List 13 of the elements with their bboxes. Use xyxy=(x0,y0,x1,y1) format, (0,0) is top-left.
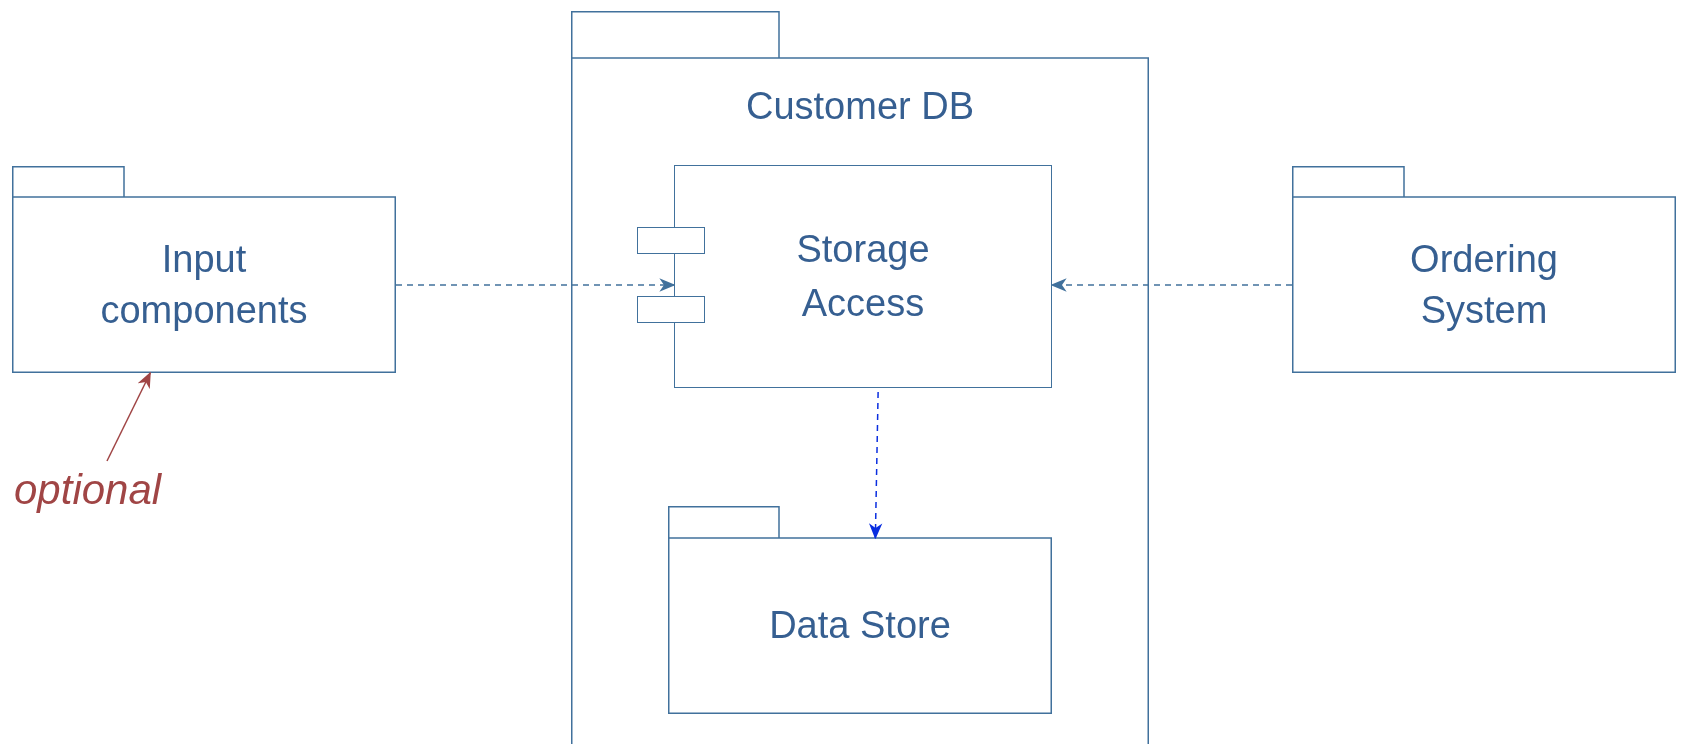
package-name: Customer DB xyxy=(744,84,976,129)
dependency-arrow xyxy=(868,391,883,540)
package-name: Ordering System xyxy=(1409,236,1559,333)
leader-line xyxy=(106,371,151,462)
dependency-arrow xyxy=(395,278,676,292)
note-text: optional xyxy=(14,466,162,514)
dependency-arrow xyxy=(1050,278,1293,292)
component-name: Storage Access xyxy=(795,227,931,326)
package-symbol xyxy=(571,11,1149,744)
package-symbol xyxy=(12,166,396,373)
package-name: Data Store xyxy=(768,603,952,649)
package-symbol xyxy=(1292,166,1676,373)
package-name: Input components xyxy=(99,236,309,333)
